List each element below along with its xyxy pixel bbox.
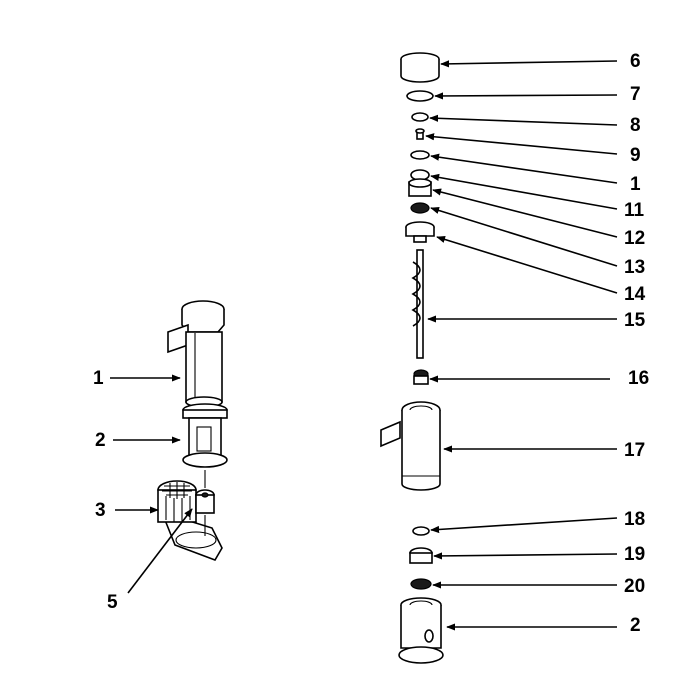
leader-r9 [425,133,618,155]
callout-right-9: 9 [630,145,641,166]
leader-l5 [127,508,193,594]
disc [406,90,434,102]
bushing [408,178,432,197]
callout-left-1: 1 [93,368,104,389]
washer [410,150,430,160]
callout-left-2: 2 [95,430,106,451]
retainer [405,221,435,243]
leader-r14 [436,235,618,294]
cap [400,52,440,83]
callout-right-12: 12 [624,228,645,249]
left-assembly [157,300,228,561]
cartridge-sleeve [182,403,228,468]
leader-lines [110,60,618,631]
o-ring [412,526,430,536]
screw [415,128,425,140]
leader-r19 [433,552,618,560]
base-assembly [157,470,223,561]
leader-r8 [429,114,618,126]
leader-r6 [440,60,618,68]
leader-r12 [432,188,618,238]
spindle [411,249,424,359]
callout-right-20: 20 [624,576,645,597]
callout-right-17: 17 [624,440,645,461]
valve-seat [413,369,429,385]
callout-right-6: 6 [630,51,641,72]
valve-body [380,401,441,491]
lock-nut [409,547,433,564]
clip-ring [411,112,429,122]
callout-right-13: 13 [624,257,645,278]
callout-right-19: 19 [624,544,645,565]
right-exploded-stack [380,52,444,664]
leader-r7 [434,92,618,100]
grid-pattern [162,482,192,499]
callout-right-8: 8 [630,115,641,136]
nut [410,202,430,214]
leader-r11 [430,173,618,210]
leader-r1 [430,153,618,184]
faucet-body [167,300,225,408]
callout-right-18: 18 [624,509,645,530]
callout-left-3: 3 [95,500,106,521]
callout-right-7: 7 [630,84,641,105]
callout-right-14: 14 [624,284,646,305]
callout-right-11: 11 [624,200,645,221]
callout-right-15: 15 [624,310,646,331]
callout-right-16: 16 [628,368,649,389]
callout-left-5: 5 [107,592,118,613]
leader-r13 [430,206,618,267]
callout-right-2: 2 [630,615,641,636]
leader-r18 [430,517,618,534]
callout-labels: 1 2 3 5 6 7 8 9 1 11 12 13 14 15 16 17 1… [93,51,649,636]
base-washer [410,578,432,590]
lower-sleeve [398,597,444,664]
callout-right-1: 1 [630,174,641,195]
